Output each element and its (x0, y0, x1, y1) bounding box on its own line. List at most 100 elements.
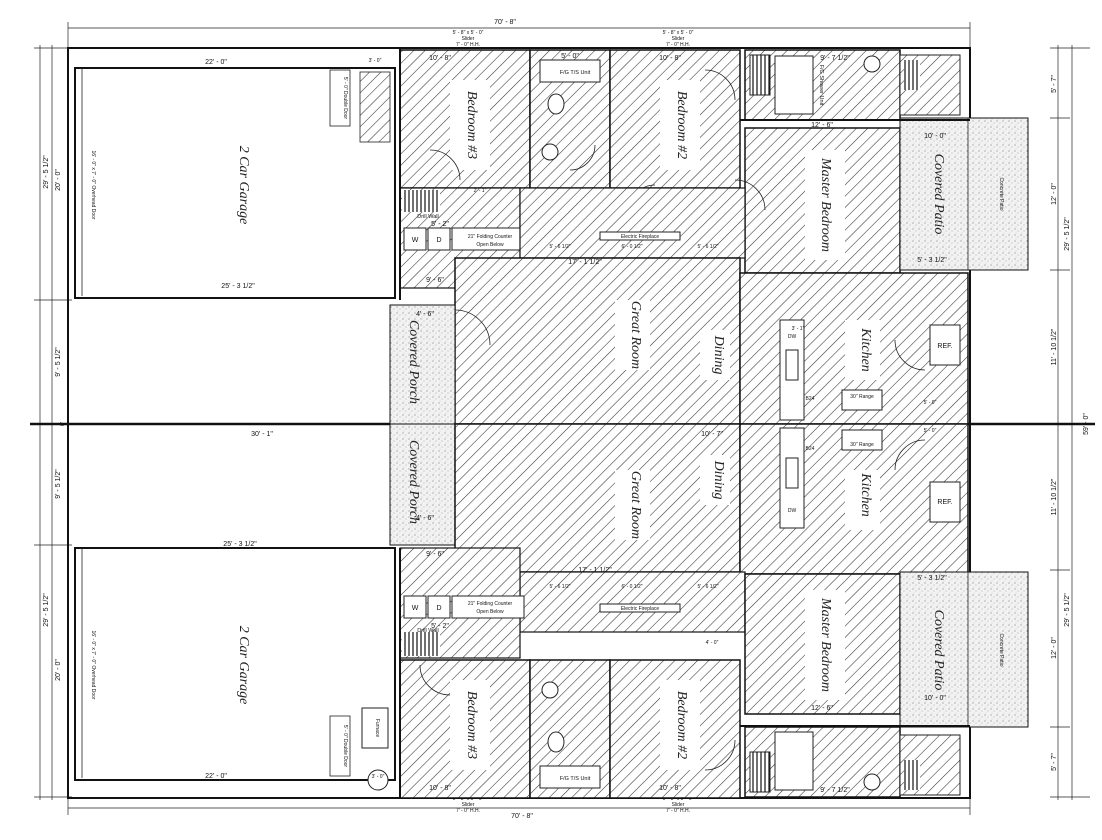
svg-text:F/G T/S Unit: F/G T/S Unit (560, 70, 591, 76)
svg-text:5' - 0": 5' - 0" (924, 428, 937, 434)
bedroom3-bottom: Bedroom #3 10' - 8" (399, 659, 531, 799)
master-bedroom-label-top: Master Bedroom (818, 157, 833, 252)
svg-text:10' - 8": 10' - 8" (659, 785, 681, 792)
garage-bottom: 2 Car Garage 25' - 3 1/2" 22' - 0" 16' -… (74, 541, 396, 791)
svg-text:Open Below: Open Below (476, 242, 504, 248)
svg-text:Slider: Slider (672, 36, 685, 42)
svg-text:REF.: REF. (937, 499, 952, 506)
svg-text:5' - 2": 5' - 2" (431, 221, 449, 228)
svg-text:3' - 1": 3' - 1" (792, 326, 805, 332)
svg-text:DW: DW (788, 334, 797, 340)
svg-text:6' - 0 1/2": 6' - 0 1/2" (621, 244, 642, 250)
svg-text:30" Range: 30" Range (850, 442, 874, 448)
hall-bottom: Electric Fireplace 5' - 6 1/2" 6' - 0 1/… (519, 571, 746, 633)
svg-text:5' - 7": 5' - 7" (1051, 753, 1058, 771)
svg-text:4' - 6": 4' - 6" (416, 515, 434, 522)
svg-text:Open Below: Open Below (476, 609, 504, 615)
svg-text:11' - 10 1/2": 11' - 10 1/2" (1051, 328, 1058, 365)
covered-patio-label-bottom: Covered Patio (931, 610, 946, 691)
svg-text:9' - 6": 9' - 6" (426, 551, 444, 558)
right-dimensions: 5' - 7" 12' - 0" 29' - 5 1/2" 11' - 10 1… (1050, 45, 1094, 800)
svg-text:10' - 0": 10' - 0" (924, 133, 946, 140)
svg-text:W: W (412, 605, 419, 612)
svg-text:30" Range: 30" Range (850, 394, 874, 400)
svg-text:DW: DW (788, 508, 797, 514)
svg-text:B24: B24 (806, 396, 815, 402)
svg-text:17' - 1 1/2": 17' - 1 1/2" (578, 567, 612, 574)
overall-width-top: 70' - 8" (494, 19, 516, 26)
svg-text:Slider: Slider (672, 802, 685, 808)
svg-text:12' - 6": 12' - 6" (811, 122, 833, 129)
svg-text:5' - 7": 5' - 7" (1051, 75, 1058, 93)
svg-text:2' - 1": 2' - 1" (474, 188, 487, 194)
svg-text:Concrete Patio: Concrete Patio (998, 177, 1004, 210)
svg-text:12' - 0": 12' - 0" (1051, 637, 1058, 659)
svg-text:20' - 0": 20' - 0" (55, 659, 62, 681)
top-dimension: 70' - 8" 5' - 8" x 5' - 0" Slider 7' - 0… (67, 19, 971, 50)
svg-text:22' - 0": 22' - 0" (205, 773, 227, 780)
svg-text:9' - 7 1/2": 9' - 7 1/2" (820, 55, 850, 62)
svg-text:5' - 3 1/2": 5' - 3 1/2" (917, 575, 947, 582)
svg-text:4' - 6": 4' - 6" (416, 311, 434, 318)
svg-text:4' - 0": 4' - 0" (706, 640, 719, 646)
svg-text:10' - 8": 10' - 8" (659, 55, 681, 62)
overall-width-bottom: 70' - 8" (511, 813, 533, 820)
covered-patio-bottom: Covered Patio 5' - 3 1/2" 10' - 0" Concr… (899, 571, 1029, 728)
svg-text:Concrete Patio: Concrete Patio (998, 633, 1004, 666)
bedroom2-top: Bedroom #2 10' - 8" (609, 49, 741, 211)
svg-text:Electric Fireplace: Electric Fireplace (621, 234, 660, 240)
svg-text:29' - 5 1/2": 29' - 5 1/2" (43, 155, 50, 189)
svg-text:10' - 7": 10' - 7" (701, 431, 723, 438)
svg-text:D: D (436, 605, 441, 612)
svg-text:7' - 0" H.H.: 7' - 0" H.H. (456, 42, 480, 48)
svg-text:REF.: REF. (937, 343, 952, 350)
svg-text:10' - 8": 10' - 8" (429, 55, 451, 62)
svg-text:25' - 3 1/2": 25' - 3 1/2" (223, 541, 257, 548)
svg-text:12' - 0": 12' - 0" (1051, 183, 1058, 205)
svg-text:5' - 6 1/2": 5' - 6 1/2" (549, 244, 570, 250)
svg-text:9' - 5 1/2": 9' - 5 1/2" (55, 469, 62, 499)
kitchen-label-top: Kitchen (858, 327, 873, 372)
bedroom3-label-bottom: Bedroom #3 (464, 691, 479, 759)
kitchen-label-bottom: Kitchen (858, 472, 873, 517)
interior-walls (399, 48, 970, 798)
covered-porch-top: Covered Porch 4' - 6" (389, 304, 491, 425)
svg-text:5' - 3 1/2": 5' - 3 1/2" (917, 257, 947, 264)
svg-text:9' - 5 1/2": 9' - 5 1/2" (55, 347, 62, 377)
svg-text:12' - 6": 12' - 6" (811, 705, 833, 712)
svg-text:7' - 0" H.H.: 7' - 0" H.H. (456, 808, 480, 814)
svg-text:30' - 1": 30' - 1" (251, 431, 273, 438)
svg-text:5' - 2": 5' - 2" (431, 623, 449, 630)
laundry-bottom: W D 5' - 2" Drill Wall 21" Folding Count… (399, 547, 719, 659)
master-bedroom-top: Master Bedroom 12' - 6" (734, 122, 901, 274)
svg-text:5' - 0": 5' - 0" (924, 400, 937, 406)
bath-bottom: F/G T/S Unit (529, 659, 611, 799)
svg-text:W: W (412, 237, 419, 244)
svg-text:3' - 0": 3' - 0" (372, 774, 385, 780)
svg-text:11' - 10 1/2": 11' - 10 1/2" (1051, 478, 1058, 515)
master-bedroom-label-bottom: Master Bedroom (818, 597, 833, 692)
svg-text:20' - 0": 20' - 0" (55, 169, 62, 191)
dining-label-top: Dining (711, 335, 726, 375)
svg-text:Drill Wall: Drill Wall (417, 628, 439, 634)
bedroom2-label-bottom: Bedroom #2 (674, 691, 689, 759)
bedroom3-label-top: Bedroom #3 (464, 91, 479, 159)
svg-text:29' - 5 1/2": 29' - 5 1/2" (1064, 217, 1071, 251)
svg-text:21" Folding Counter: 21" Folding Counter (468, 601, 513, 607)
left-dimensions: 29' - 5 1/2" 20' - 0" 9' - 5 1/2" 9' - 5… (30, 45, 72, 800)
covered-patio-top: Covered Patio 10' - 0" 5' - 3 1/2" Concr… (899, 117, 1029, 271)
svg-text:29' - 5 1/2": 29' - 5 1/2" (43, 593, 50, 627)
covered-porch-label-bottom: Covered Porch (406, 440, 421, 524)
svg-text:Slider: Slider (462, 802, 475, 808)
svg-text:5' - 0" Double Door: 5' - 0" Double Door (342, 725, 348, 768)
svg-text:10' - 8": 10' - 8" (429, 785, 451, 792)
svg-text:5' - 0": 5' - 0" (561, 53, 579, 60)
garage-top: 2 Car Garage 22' - 0" 25' - 3 1/2" 16' -… (74, 58, 396, 299)
master-bath-bottom: 9' - 7 1/2" (744, 726, 961, 798)
svg-text:Electric Fireplace: Electric Fireplace (621, 606, 660, 612)
svg-text:9' - 6": 9' - 6" (426, 277, 444, 284)
svg-text:7' - 0" H.H.: 7' - 0" H.H. (666, 808, 690, 814)
great-room-label-bottom: Great Room (628, 471, 643, 539)
great-room-top: Great Room Dining 17' - 1 1/2" 30' - 1" (251, 257, 741, 438)
